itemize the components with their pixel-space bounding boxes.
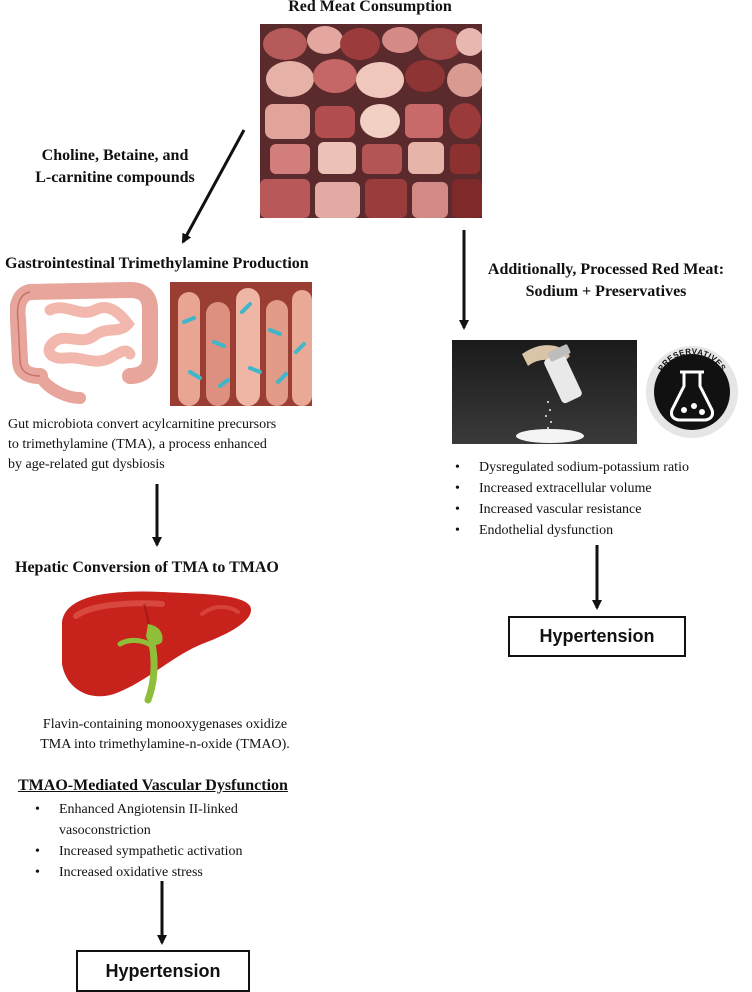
- sodium-bullet: Endothelial dysfunction: [452, 520, 742, 541]
- flask-icon: PRESERVATIVES: [644, 344, 740, 440]
- sodium-bullet: Increased vascular resistance: [452, 499, 742, 520]
- sodium-bullet: Dysregulated sodium-potassium ratio: [452, 457, 742, 478]
- gi-description-line-2: to trimethylamine (TMA), a process enhan…: [8, 437, 267, 452]
- liver-icon: [52, 584, 257, 704]
- gi-description-line-1: Gut microbiota convert acylcarnitine pre…: [8, 417, 277, 432]
- gi-description: Gut microbiota convert acylcarnitine pre…: [8, 415, 328, 475]
- tmao-bullet: Increased sympathetic activation: [32, 841, 302, 862]
- salt-shaker-photo: [452, 340, 637, 444]
- villi-microbiota-image: [170, 282, 312, 406]
- processed-meat-label-line-2: Sodium + Preservatives: [525, 283, 687, 300]
- gi-description-line-3: by age-related gut dysbiosis: [8, 457, 165, 472]
- tmao-bullet-list: Enhanced Angiotensin II-linked vasoconst…: [32, 799, 302, 883]
- hypertension-box-right: Hypertension: [508, 616, 686, 657]
- compounds-label: Choline, Betaine, and L-carnitine compou…: [10, 145, 220, 189]
- hepatic-description: Flavin-containing monooxygenases oxidize…: [0, 715, 330, 755]
- sodium-bullet: Increased extracellular volume: [452, 478, 742, 499]
- red-meat-photo: [260, 24, 482, 218]
- hepatic-description-line-1: Flavin-containing monooxygenases oxidize: [42, 717, 288, 732]
- gi-title: Gastrointestinal Trimethylamine Producti…: [5, 255, 309, 272]
- tmao-bullet: Increased oxidative stress: [32, 862, 302, 883]
- processed-meat-label: Additionally, Processed Red Meat: Sodium…: [474, 259, 738, 303]
- compounds-label-line-1: Choline, Betaine, and: [41, 147, 189, 164]
- page-title: Red Meat Consumption: [288, 0, 452, 15]
- processed-meat-label-line-1: Additionally, Processed Red Meat:: [487, 261, 725, 278]
- tmao-title: TMAO-Mediated Vascular Dysfunction: [18, 777, 288, 794]
- compounds-label-line-2: L-carnitine compounds: [35, 169, 195, 186]
- tmao-bullet: Enhanced Angiotensin II-linked vasoconst…: [32, 799, 302, 841]
- intestine-icon: [10, 280, 160, 408]
- hypertension-box-left: Hypertension: [76, 950, 250, 992]
- sodium-bullet-list: Dysregulated sodium-potassium ratio Incr…: [452, 457, 742, 541]
- hepatic-title: Hepatic Conversion of TMA to TMAO: [15, 559, 279, 576]
- hepatic-description-line-2: TMA into trimethylamine-n-oxide (TMAO).: [40, 737, 290, 752]
